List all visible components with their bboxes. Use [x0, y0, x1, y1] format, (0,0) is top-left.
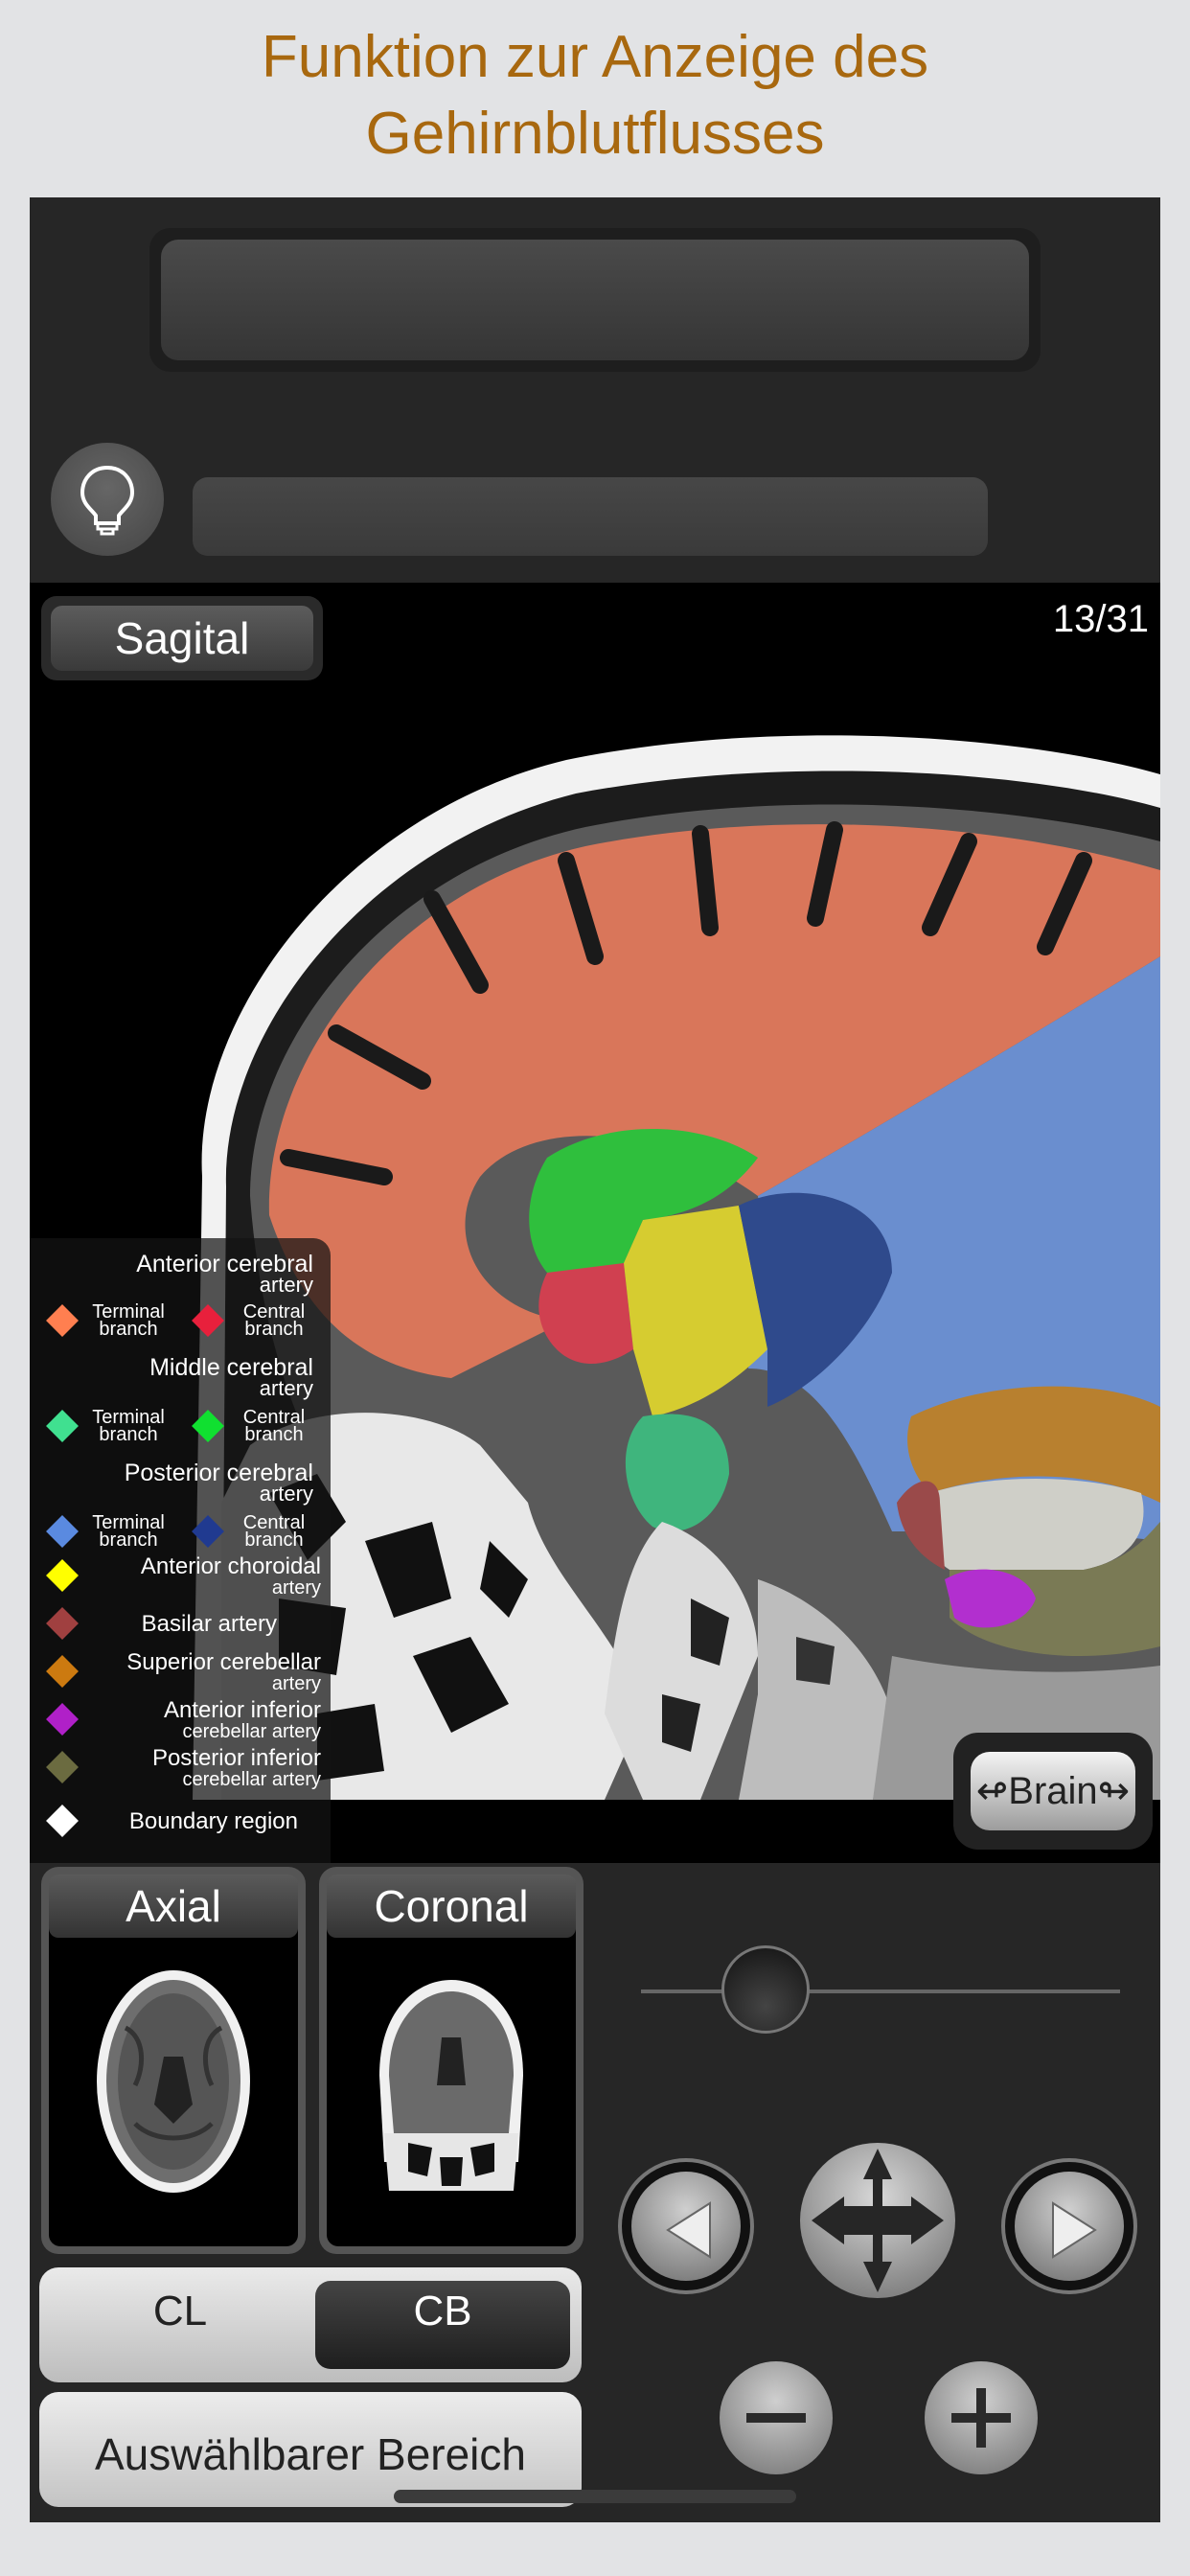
coronal-thumbnail[interactable]: Coronal — [319, 1867, 584, 2254]
minus-icon — [746, 2413, 806, 2423]
slice-counter: 13/31 — [1052, 598, 1149, 640]
legend-aca-heading: Anterior cerebral artery — [49, 1251, 313, 1297]
zoom-in-button[interactable] — [925, 2361, 1038, 2474]
view-mode-label: Sagital — [51, 606, 313, 671]
info-panel — [30, 197, 1160, 581]
info-display — [161, 240, 1029, 360]
legend-mca-heading: Middle cerebral artery — [49, 1354, 313, 1400]
four-arrows-icon — [812, 2149, 944, 2292]
aca-central-swatch — [192, 1304, 224, 1337]
legend-item-label: Boundary region — [128, 1808, 298, 1834]
sagittal-ct-scan — [193, 735, 1160, 1801]
legend-swatch — [46, 1607, 79, 1640]
next-slice-button[interactable] — [1001, 2158, 1137, 2294]
triangle-left-icon — [666, 2201, 711, 2259]
brain-button-label: ↫Brain↬ — [971, 1752, 1135, 1830]
legend-mca-sub: artery — [259, 1376, 313, 1400]
triangle-right-icon — [1052, 2201, 1097, 2259]
headline-line-2: Gehirnblutflusses — [365, 101, 825, 167]
slice-slider-track[interactable] — [641, 1990, 1120, 1993]
home-indicator — [394, 2490, 796, 2503]
legend-swatch — [46, 1559, 79, 1592]
headline-line-1: Funktion zur Anzeige des — [261, 24, 929, 90]
mca-terminal-swatch — [46, 1410, 79, 1442]
aca-terminal-swatch — [46, 1304, 79, 1337]
info-display-box — [149, 228, 1041, 372]
previous-button-face — [631, 2172, 741, 2281]
legend-item-label: Basilar artery — [141, 1611, 277, 1637]
hint-text-bar — [193, 477, 988, 556]
legend-swatch — [46, 1751, 79, 1783]
cl-cb-toggle: CL CB — [39, 2267, 582, 2382]
cl-option[interactable]: CL — [152, 2288, 208, 2334]
image-viewer[interactable]: Sagital 13/31 Anterior cerebral artery T… — [30, 583, 1160, 1863]
app-screen: Sagital 13/31 Anterior cerebral artery T… — [30, 197, 1160, 2522]
coronal-label: Coronal — [327, 1874, 576, 1938]
pca-central-swatch — [192, 1515, 224, 1548]
mca-central-swatch — [192, 1410, 224, 1442]
pan-button[interactable] — [800, 2143, 955, 2298]
cb-option[interactable]: CB — [315, 2281, 570, 2369]
slice-slider-knob[interactable] — [721, 1945, 810, 2034]
brain-toggle-button[interactable]: ↫Brain↬ — [953, 1733, 1153, 1850]
axial-label: Axial — [49, 1874, 298, 1938]
coronal-scan-image — [379, 1980, 523, 2191]
legend-mca-title: Middle cerebral — [149, 1354, 313, 1381]
page-headline: Funktion zur Anzeige des Gehirnblutfluss… — [0, 19, 1190, 172]
legend-item: Boundary region — [43, 1802, 331, 1840]
lightbulb-icon — [80, 465, 135, 536]
legend-swatch — [46, 1655, 79, 1688]
legend-pca-heading: Posterior cerebral artery — [49, 1460, 313, 1506]
axial-thumbnail[interactable]: Axial — [41, 1867, 306, 2254]
previous-slice-button[interactable] — [618, 2158, 754, 2294]
legend-aca-sub: artery — [259, 1273, 313, 1297]
legend-swatch — [46, 1805, 79, 1837]
legend-aca-title: Anterior cerebral — [136, 1251, 313, 1277]
legend-pca-sub: artery — [259, 1482, 313, 1506]
plus-icon — [951, 2388, 1011, 2448]
hint-button[interactable] — [51, 443, 164, 556]
selectable-area-button[interactable]: Auswählbarer Bereich — [39, 2392, 582, 2507]
view-mode-button[interactable]: Sagital — [41, 596, 323, 680]
next-button-face — [1015, 2172, 1124, 2281]
pca-terminal-swatch — [46, 1515, 79, 1548]
legend-pca-title: Posterior cerebral — [124, 1460, 313, 1486]
axial-scan-image — [97, 1970, 250, 2193]
legend-item: Basilar artery — [43, 1604, 331, 1643]
legend-swatch — [46, 1703, 79, 1736]
zoom-out-button[interactable] — [720, 2361, 833, 2474]
